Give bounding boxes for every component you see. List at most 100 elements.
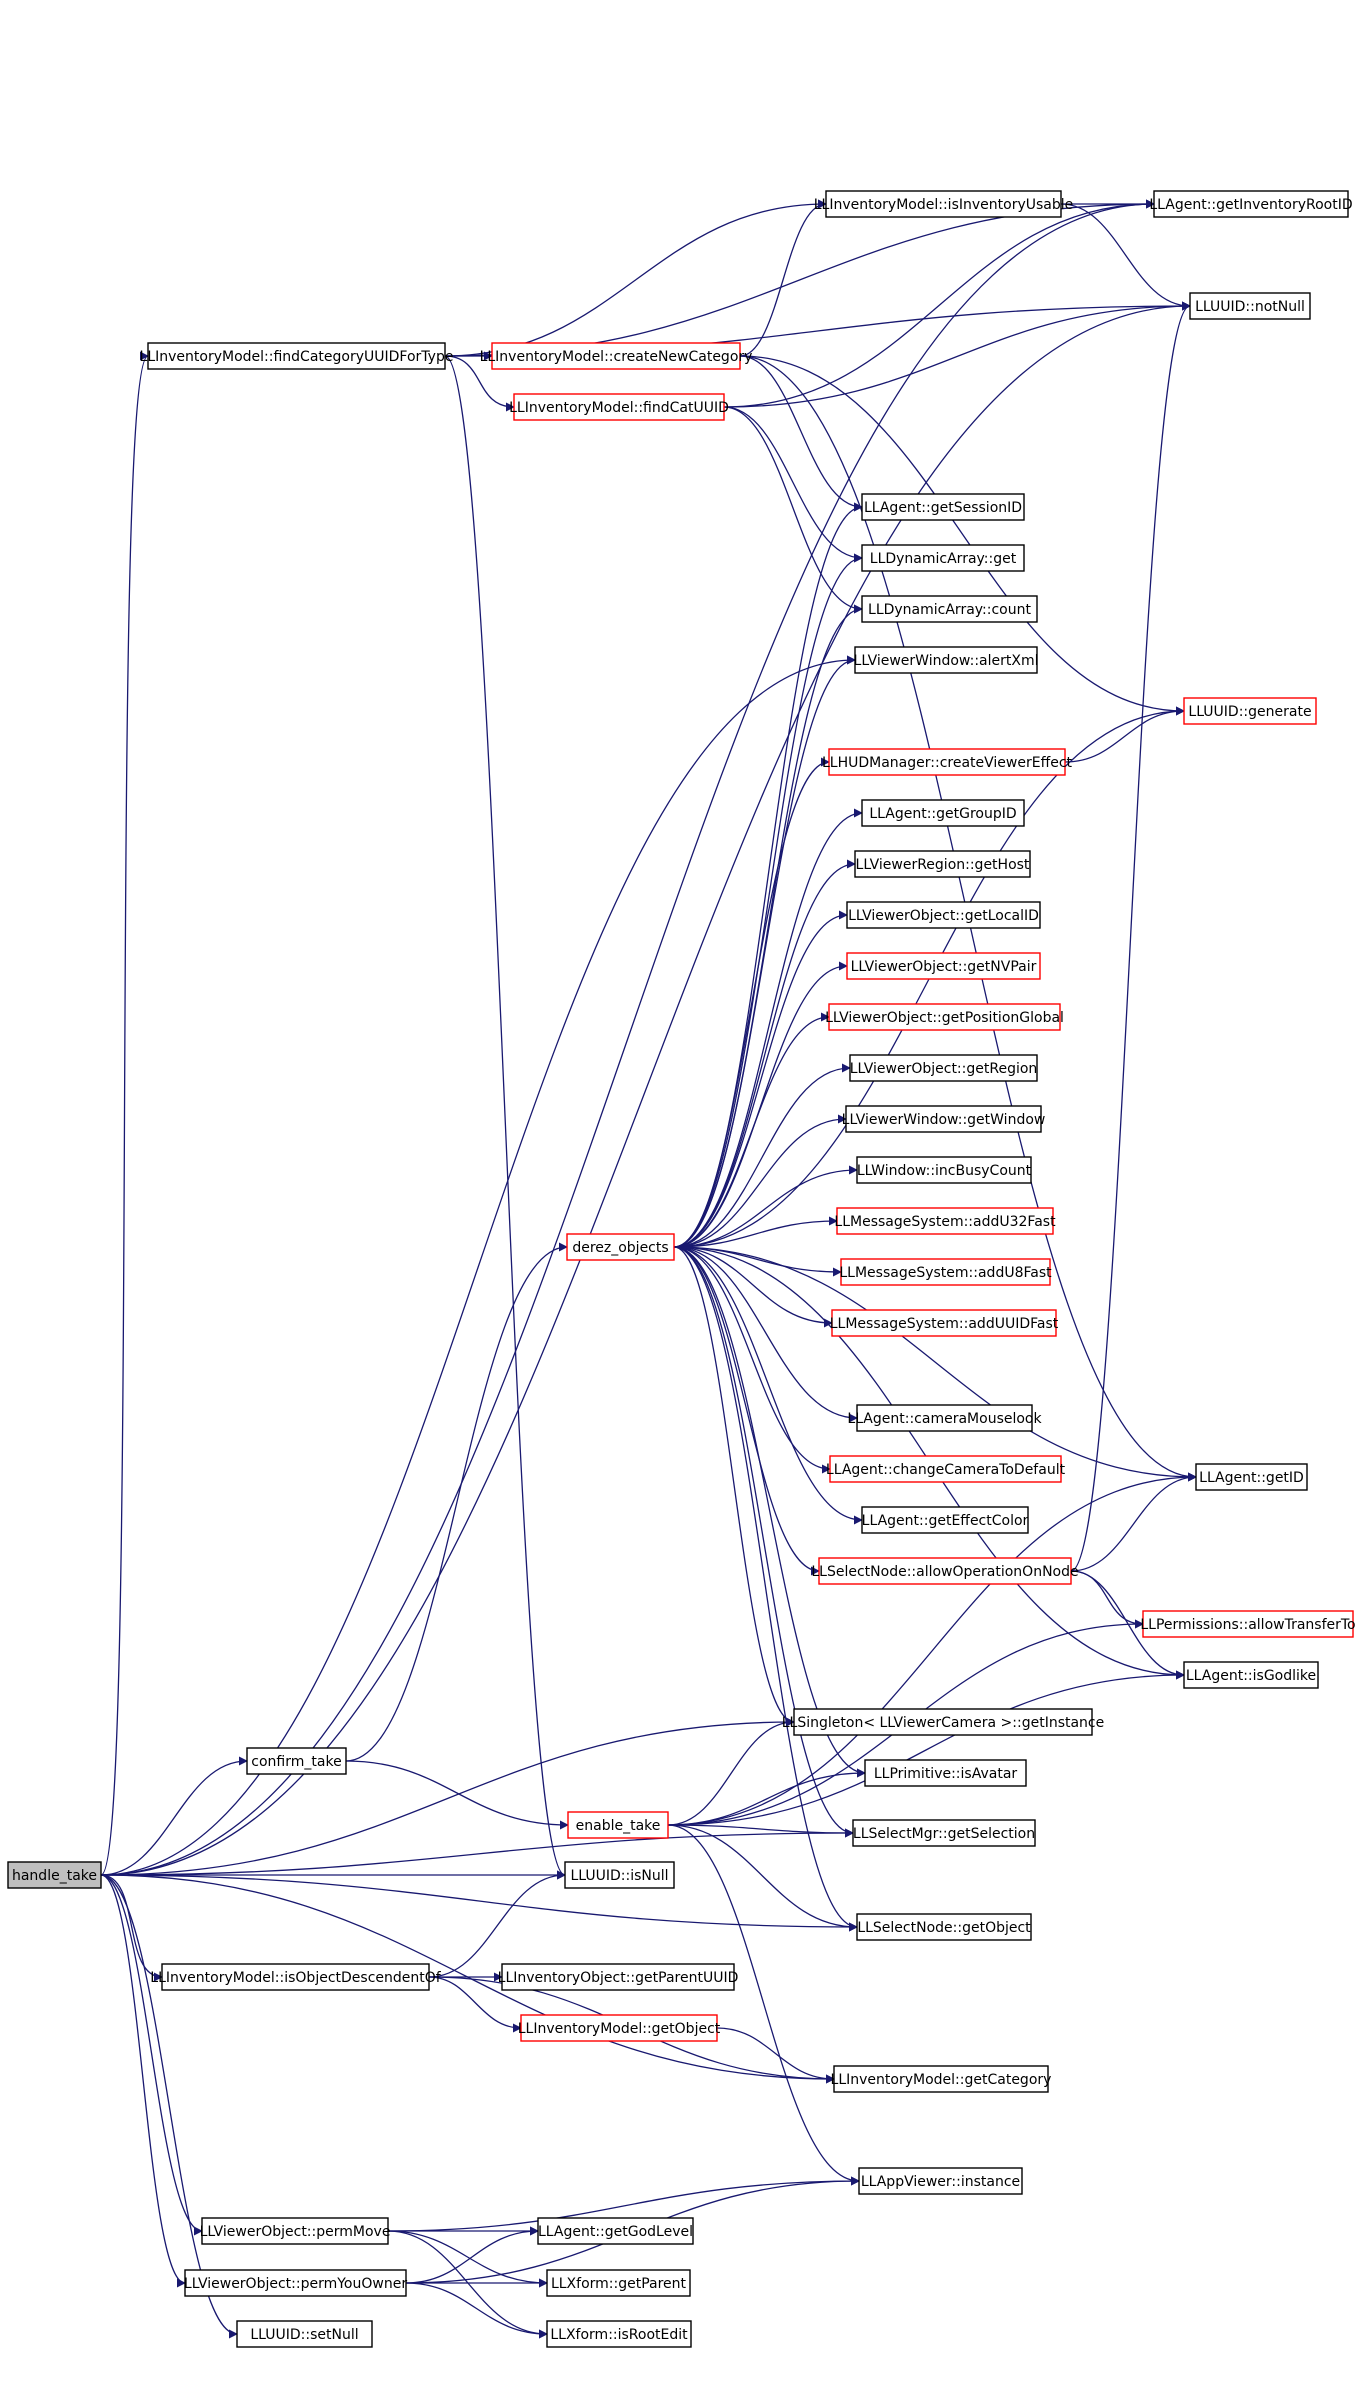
node-box[interactable]: [861, 493, 1025, 521]
node-isNull[interactable]: LLUUID::isNull: [564, 1861, 675, 1889]
node-permMove[interactable]: LLViewerObject::permMove: [200, 2217, 391, 2245]
node-createViewerEffect[interactable]: LLHUDManager::createViewerEffect: [822, 748, 1073, 776]
node-isInventoryUsable[interactable]: LLInventoryModel::isInventoryUsable: [814, 190, 1074, 218]
node-setNull[interactable]: LLUUID::setNull: [236, 2320, 373, 2348]
node-box[interactable]: [1195, 1463, 1308, 1491]
node-box[interactable]: [7, 1861, 102, 1889]
node-box[interactable]: [567, 1811, 669, 1839]
node-box[interactable]: [854, 850, 1031, 878]
node-getGroupID[interactable]: LLAgent::getGroupID: [861, 799, 1025, 827]
node-box[interactable]: [856, 1913, 1032, 1941]
node-box[interactable]: [861, 799, 1025, 827]
node-box[interactable]: [828, 1003, 1061, 1031]
node-box[interactable]: [829, 1455, 1062, 1483]
node-box[interactable]: [861, 595, 1038, 623]
node-isAvatar[interactable]: LLPrimitive::isAvatar: [864, 1759, 1027, 1787]
node-box[interactable]: [854, 646, 1038, 674]
node-box[interactable]: [537, 2217, 694, 2245]
node-box[interactable]: [864, 1759, 1027, 1787]
node-getEffectColor[interactable]: LLAgent::getEffectColor: [861, 1506, 1029, 1534]
node-box[interactable]: [1142, 1610, 1354, 1638]
node-box[interactable]: [546, 2320, 692, 2348]
node-box[interactable]: [246, 1747, 347, 1775]
node-box[interactable]: [520, 2014, 718, 2042]
node-appInstance[interactable]: LLAppViewer::instance: [858, 2167, 1023, 2195]
node-getParentUUID[interactable]: LLInventoryObject::getParentUUID: [498, 1963, 739, 1991]
node-getID[interactable]: LLAgent::getID: [1195, 1463, 1308, 1491]
node-box[interactable]: [840, 1258, 1051, 1286]
node-getGodLevel[interactable]: LLAgent::getGodLevel: [537, 2217, 694, 2245]
node-box[interactable]: [818, 1557, 1072, 1585]
node-dynGet[interactable]: LLDynamicArray::get: [861, 544, 1025, 572]
node-box[interactable]: [501, 1963, 735, 1991]
node-box[interactable]: [564, 1861, 675, 1889]
node-box[interactable]: [861, 544, 1025, 572]
node-isObjectDescendentOf[interactable]: LLInventoryModel::isObjectDescendentOf: [150, 1963, 442, 1991]
node-incBusyCount[interactable]: LLWindow::incBusyCount: [856, 1156, 1032, 1184]
node-box[interactable]: [546, 2269, 691, 2297]
node-getInventoryRootID[interactable]: LLAgent::getInventoryRootID: [1149, 190, 1353, 218]
node-box[interactable]: [861, 1506, 1029, 1534]
node-alertXml[interactable]: LLViewerWindow::alertXml: [854, 646, 1039, 674]
node-getSessionID[interactable]: LLAgent::getSessionID: [861, 493, 1025, 521]
node-createNewCategory[interactable]: LLInventoryModel::createNewCategory: [480, 342, 753, 370]
node-getSelection[interactable]: LLSelectMgr::getSelection: [852, 1819, 1036, 1847]
node-box[interactable]: [147, 342, 446, 370]
node-getNVPair[interactable]: LLViewerObject::getNVPair: [846, 952, 1041, 980]
node-box[interactable]: [852, 1819, 1036, 1847]
node-getInstance[interactable]: LLSingleton< LLViewerCamera >::getInstan…: [782, 1708, 1105, 1736]
node-box[interactable]: [849, 1054, 1038, 1082]
node-getObjectNode[interactable]: LLSelectNode::getObject: [856, 1913, 1032, 1941]
node-cameraMouselook[interactable]: LLAgent::cameraMouselook: [847, 1404, 1042, 1432]
node-getCategory[interactable]: LLInventoryModel::getCategory: [831, 2065, 1052, 2093]
node-getWindow[interactable]: LLViewerWindow::getWindow: [842, 1105, 1046, 1133]
node-box[interactable]: [161, 1963, 430, 1991]
node-findCatUUID[interactable]: LLInventoryModel::findCatUUID: [509, 393, 729, 421]
node-box[interactable]: [1183, 697, 1317, 725]
node-permYouOwner[interactable]: LLViewerObject::permYouOwner: [184, 2269, 407, 2297]
node-handle_take[interactable]: handle_take: [7, 1861, 102, 1889]
node-getObjectInv[interactable]: LLInventoryModel::getObject: [518, 2014, 721, 2042]
node-box[interactable]: [856, 1156, 1032, 1184]
node-box[interactable]: [845, 1105, 1042, 1133]
node-box[interactable]: [831, 1309, 1057, 1337]
node-changeCameraToDefault[interactable]: LLAgent::changeCameraToDefault: [826, 1455, 1066, 1483]
node-box[interactable]: [858, 2167, 1023, 2195]
node-box[interactable]: [1183, 1661, 1319, 1689]
node-isRootEdit[interactable]: LLXform::isRootEdit: [546, 2320, 692, 2348]
node-box[interactable]: [833, 2065, 1049, 2093]
node-notNull[interactable]: LLUUID::notNull: [1189, 292, 1311, 320]
node-getParent[interactable]: LLXform::getParent: [546, 2269, 691, 2297]
node-box[interactable]: [1153, 190, 1349, 218]
node-box[interactable]: [1189, 292, 1311, 320]
node-box[interactable]: [793, 1708, 1093, 1736]
node-addUUIDFast[interactable]: LLMessageSystem::addUUIDFast: [830, 1309, 1059, 1337]
node-isGodlike[interactable]: LLAgent::isGodlike: [1183, 1661, 1319, 1689]
node-box[interactable]: [513, 393, 725, 421]
node-enable_take[interactable]: enable_take: [567, 1811, 669, 1839]
node-addU32Fast[interactable]: LLMessageSystem::addU32Fast: [834, 1207, 1056, 1235]
node-getLocalID[interactable]: LLViewerObject::getLocalID: [846, 901, 1041, 929]
node-box[interactable]: [566, 1233, 675, 1261]
node-findCategoryUUIDForType[interactable]: LLInventoryModel::findCategoryUUIDForTyp…: [140, 342, 454, 370]
node-box[interactable]: [184, 2269, 407, 2297]
node-derez_objects[interactable]: derez_objects: [566, 1233, 675, 1261]
node-box[interactable]: [491, 342, 741, 370]
node-confirm_take[interactable]: confirm_take: [246, 1747, 347, 1775]
node-box[interactable]: [846, 952, 1041, 980]
node-box[interactable]: [828, 748, 1066, 776]
node-addU8Fast[interactable]: LLMessageSystem::addU8Fast: [839, 1258, 1052, 1286]
node-box[interactable]: [846, 901, 1041, 929]
node-allowTransferTo[interactable]: LLPermissions::allowTransferTo: [1140, 1610, 1355, 1638]
node-box[interactable]: [825, 190, 1062, 218]
node-box[interactable]: [201, 2217, 389, 2245]
node-allowOperationOnNode[interactable]: LLSelectNode::allowOperationOnNode: [811, 1557, 1079, 1585]
node-box[interactable]: [856, 1404, 1033, 1432]
node-box[interactable]: [236, 2320, 373, 2348]
node-getPositionGlobal[interactable]: LLViewerObject::getPositionGlobal: [825, 1003, 1064, 1031]
node-getRegion[interactable]: LLViewerObject::getRegion: [849, 1054, 1038, 1082]
node-generate[interactable]: LLUUID::generate: [1183, 697, 1317, 725]
node-getHost[interactable]: LLViewerRegion::getHost: [854, 850, 1031, 878]
node-box[interactable]: [836, 1207, 1054, 1235]
node-dynCount[interactable]: LLDynamicArray::count: [861, 595, 1038, 623]
